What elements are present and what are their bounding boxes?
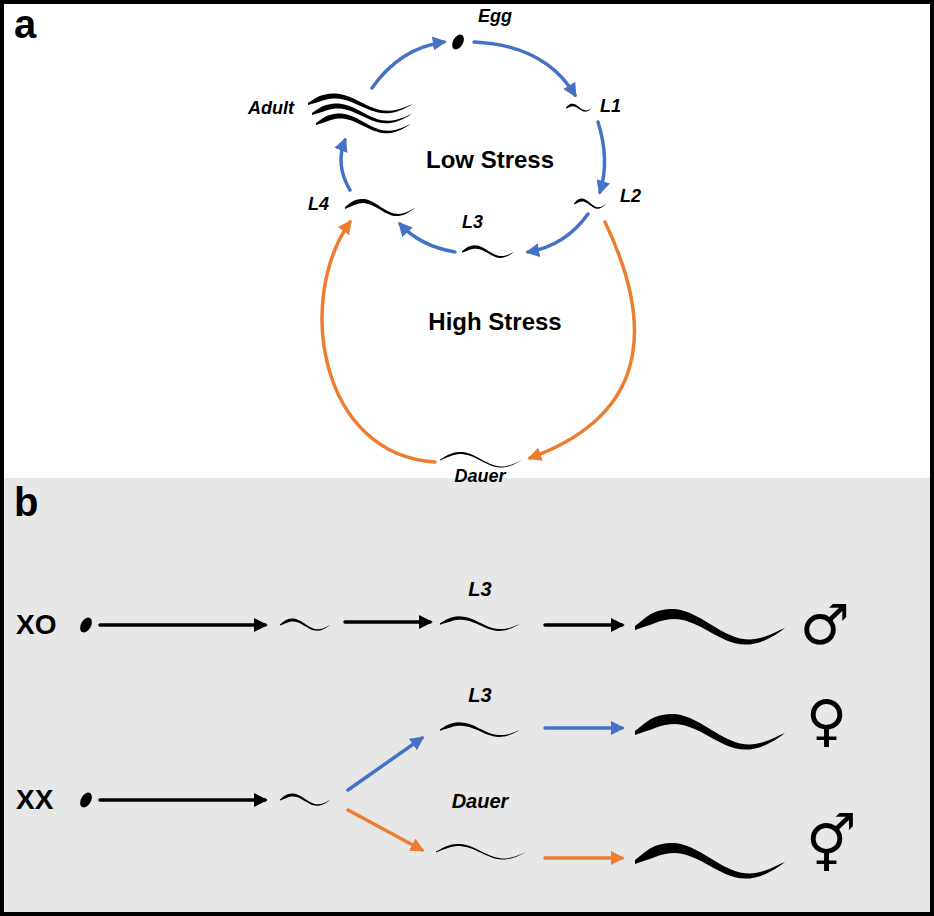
worm bbox=[440, 616, 520, 631]
worm bbox=[635, 714, 785, 750]
genotype-label: XX bbox=[16, 784, 53, 816]
sex-symbol: ⚥ bbox=[806, 812, 857, 877]
sex-symbol: ♀ bbox=[806, 688, 847, 753]
worm bbox=[462, 245, 514, 258]
stage-label: L3 bbox=[468, 578, 491, 601]
stage-label: L2 bbox=[620, 186, 641, 207]
condition-label: Low Stress bbox=[426, 146, 554, 174]
stage-label: L1 bbox=[600, 96, 621, 117]
panel-letter: b bbox=[14, 480, 38, 525]
stage-label: Egg bbox=[478, 6, 512, 27]
worm bbox=[280, 619, 330, 631]
panel-letter: a bbox=[14, 2, 36, 47]
worm bbox=[635, 843, 785, 879]
worm bbox=[635, 609, 785, 645]
panel-a: a bbox=[0, 0, 934, 478]
cycle-arrows bbox=[100, 42, 634, 858]
worm bbox=[316, 114, 411, 134]
sex-symbol: ♂ bbox=[800, 592, 850, 657]
panel-b: b bbox=[0, 478, 934, 916]
worm bbox=[436, 844, 526, 860]
eggs bbox=[78, 33, 467, 810]
worm bbox=[280, 794, 330, 806]
worm bbox=[345, 199, 415, 216]
stage-label: L4 bbox=[308, 194, 329, 215]
genotype-label: XO bbox=[16, 609, 56, 641]
stage-label: Adult bbox=[248, 98, 294, 119]
stage-label: L3 bbox=[468, 684, 491, 707]
worm-figures bbox=[280, 94, 785, 879]
worm bbox=[566, 104, 592, 112]
condition-label: High Stress bbox=[428, 308, 561, 336]
worm bbox=[440, 722, 520, 737]
worm bbox=[574, 199, 606, 209]
stage-label: L3 bbox=[462, 212, 483, 233]
stage-label: Dauer bbox=[452, 790, 509, 813]
worm bbox=[440, 452, 522, 468]
stage-label: Dauer bbox=[454, 466, 505, 487]
